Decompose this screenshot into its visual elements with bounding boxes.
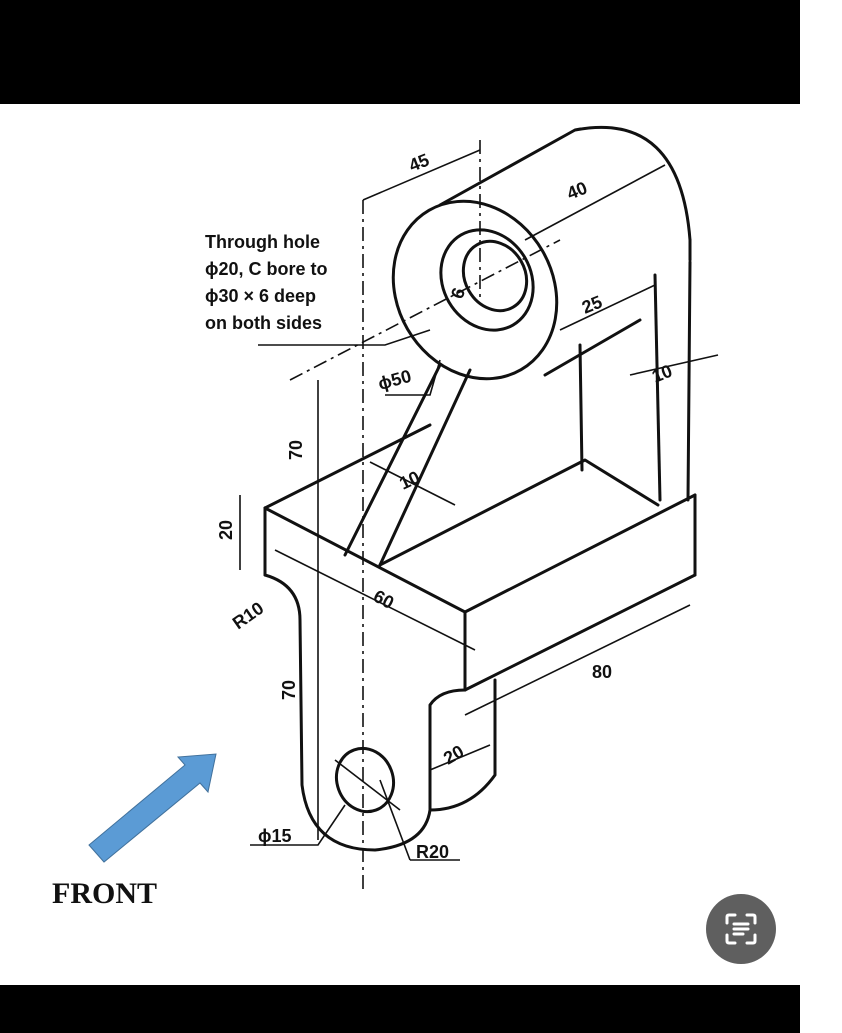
front-label: FRONT — [52, 877, 157, 910]
dim-20-left: 20 — [216, 520, 236, 540]
web-inner — [686, 260, 692, 502]
note-line-1: Through hole — [205, 232, 320, 252]
base-inner-back — [378, 458, 660, 567]
boss-top-edge — [438, 125, 692, 242]
dim-10-top: 10 — [649, 361, 675, 387]
dim-70-bottom: 70 — [279, 680, 299, 700]
lug-right — [428, 678, 497, 812]
dim-80: 80 — [592, 662, 612, 682]
counterbore — [439, 228, 535, 332]
dim-70-top: 70 — [286, 440, 306, 460]
note-line-2: ϕ20, C bore to — [205, 259, 328, 279]
dim-phi15: ϕ15 — [258, 826, 292, 846]
note-block: Through hole ϕ20, C bore to ϕ30 × 6 deep… — [205, 232, 328, 333]
through-hole — [461, 239, 529, 313]
front-arrow — [88, 753, 217, 863]
right-margin — [800, 0, 842, 1033]
web-back — [578, 343, 584, 472]
base-top-face — [263, 423, 432, 510]
rib-right — [378, 368, 472, 567]
top-black-bar — [0, 0, 800, 104]
dim-phi50: ϕ50 — [376, 366, 414, 394]
base-bottom — [463, 573, 697, 692]
rib-left — [343, 363, 442, 557]
bottom-black-bar — [0, 985, 800, 1033]
lens-scan-icon — [725, 913, 757, 945]
note-line-4: on both sides — [205, 313, 322, 333]
boss-front-face — [391, 199, 559, 381]
dim-40: 40 — [564, 178, 590, 204]
lug-outline — [263, 573, 467, 852]
dim-10-rib: 10 — [396, 467, 423, 494]
lens-scan-button[interactable] — [706, 894, 776, 964]
dim-r20: R20 — [416, 842, 449, 862]
boss-bottom-edge — [543, 318, 642, 377]
dim-r10: R10 — [229, 598, 268, 633]
lug-hole — [335, 746, 395, 814]
note-line-3: ϕ30 × 6 deep — [205, 286, 316, 306]
web-outer — [653, 273, 662, 502]
dim-25: 25 — [579, 292, 605, 318]
